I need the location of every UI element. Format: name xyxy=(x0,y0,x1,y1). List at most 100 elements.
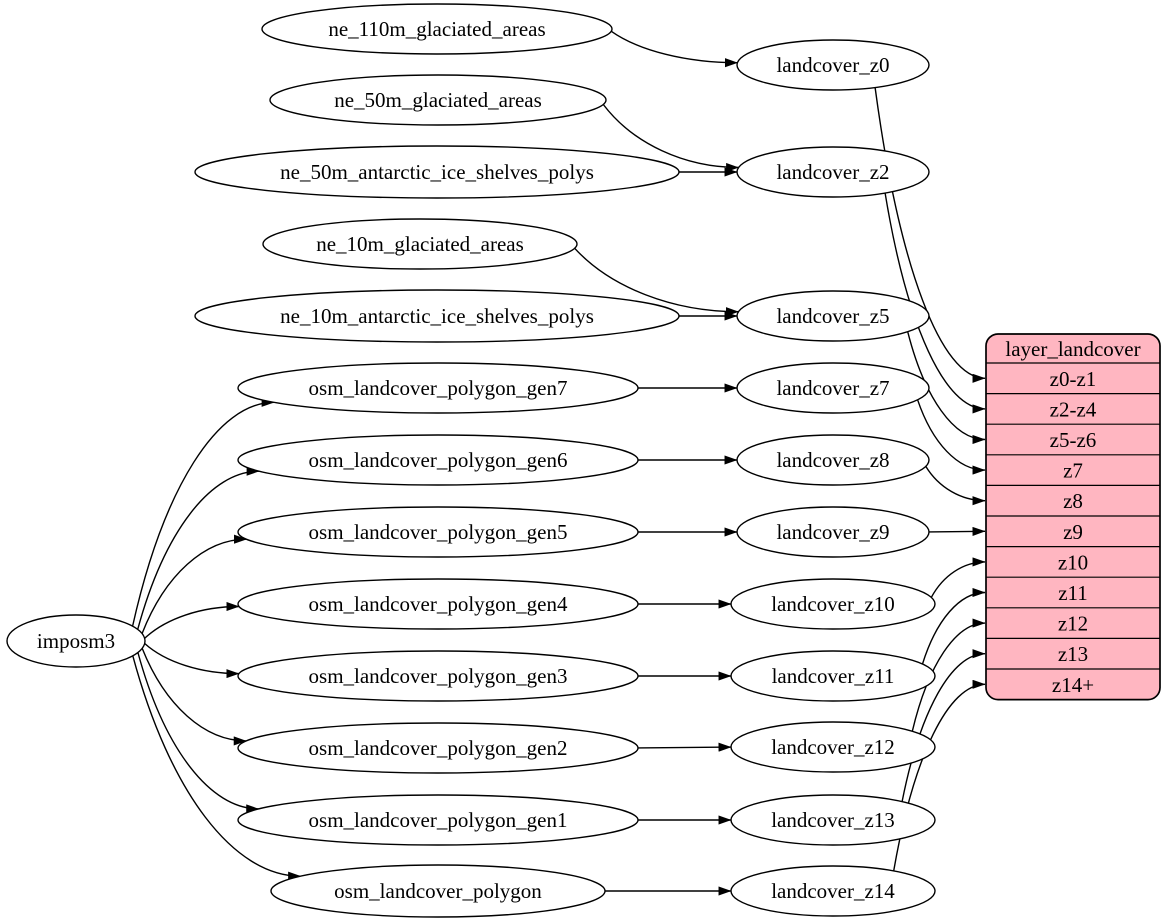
node-shape-landcover_z13 xyxy=(730,794,936,846)
node-label-ne_50m_glaciated_areas: ne_50m_glaciated_areas xyxy=(334,88,542,112)
node-label-ne_10m_antarctic_ice_shelves_polys: ne_10m_antarctic_ice_shelves_polys xyxy=(280,304,594,328)
node-shape-landcover_z11 xyxy=(730,650,936,702)
node-shape-osm_landcover_polygon_gen1 xyxy=(237,794,639,846)
edge-imposm3-to-osm_landcover_polygon xyxy=(132,655,302,881)
node-label-ne_10m_glaciated_areas: ne_10m_glaciated_areas xyxy=(316,232,524,256)
node-shape-ne_50m_glaciated_areas xyxy=(269,74,607,126)
edge-landcover_z8-to-layer_landcover-z8 xyxy=(925,466,986,506)
node-label-landcover_z7: landcover_z7 xyxy=(776,376,889,400)
node-osm_landcover_polygon_gen2: osm_landcover_polygon_gen2 xyxy=(237,722,639,774)
node-osm_landcover_polygon_gen1: osm_landcover_polygon_gen1 xyxy=(237,794,639,846)
node-shape-landcover_z7 xyxy=(736,362,930,414)
edge-landcover_z7-to-layer_landcover-z7 xyxy=(916,399,986,475)
edge-landcover_z11-to-layer_landcover-z11 xyxy=(921,587,986,665)
node-shape-landcover_z0 xyxy=(736,39,930,91)
node-landcover_z12: landcover_z12 xyxy=(730,721,936,773)
node-shape-osm_landcover_polygon_gen7 xyxy=(237,362,639,414)
table-row-label-z10: z10 xyxy=(1058,550,1088,574)
node-label-osm_landcover_polygon_gen6: osm_landcover_polygon_gen6 xyxy=(309,448,568,472)
node-shape-osm_landcover_polygon_gen4 xyxy=(237,578,639,630)
node-shape-ne_50m_antarctic_ice_shelves_polys xyxy=(194,145,680,199)
node-osm_landcover_polygon_gen7: osm_landcover_polygon_gen7 xyxy=(237,362,639,414)
table-row-label-z14+: z14+ xyxy=(1052,673,1094,697)
node-label-landcover_z0: landcover_z0 xyxy=(776,53,889,77)
node-landcover_z14: landcover_z14 xyxy=(730,865,936,917)
edge-osm_landcover_polygon_gen2-to-landcover_z12 xyxy=(637,742,732,752)
node-shape-landcover_z14 xyxy=(730,865,936,917)
node-landcover_z5: landcover_z5 xyxy=(736,290,930,342)
node-label-ne_50m_antarctic_ice_shelves_polys: ne_50m_antarctic_ice_shelves_polys xyxy=(280,160,594,184)
node-label-landcover_z13: landcover_z13 xyxy=(771,808,895,832)
node-ne_50m_glaciated_areas: ne_50m_glaciated_areas xyxy=(269,74,607,126)
node-osm_landcover_polygon_gen6: osm_landcover_polygon_gen6 xyxy=(237,434,639,486)
node-shape-ne_10m_antarctic_ice_shelves_polys xyxy=(194,289,680,343)
table-row-label-z7: z7 xyxy=(1063,459,1083,483)
edge-imposm3-to-osm_landcover_polygon_gen1 xyxy=(137,652,260,814)
node-ne_10m_glaciated_areas: ne_10m_glaciated_areas xyxy=(262,218,578,270)
table-title: layer_landcover xyxy=(1005,337,1140,361)
table-row-label-z13: z13 xyxy=(1058,642,1088,666)
node-ne_110m_glaciated_areas: ne_110m_glaciated_areas xyxy=(261,3,613,55)
node-shape-osm_landcover_polygon_gen2 xyxy=(237,722,639,774)
node-label-osm_landcover_polygon_gen2: osm_landcover_polygon_gen2 xyxy=(309,736,568,760)
node-shape-landcover_z5 xyxy=(736,290,930,342)
node-shape-osm_landcover_polygon xyxy=(270,864,606,918)
edge-landcover_z2-to-layer_landcover-z2-z4 xyxy=(884,192,986,414)
node-landcover_z2: landcover_z2 xyxy=(736,146,930,198)
node-shape-landcover_z10 xyxy=(730,578,936,630)
node-label-landcover_z2: landcover_z2 xyxy=(776,160,889,184)
table-row-label-z5-z6: z5-z6 xyxy=(1050,428,1097,452)
node-shape-osm_landcover_polygon_gen3 xyxy=(237,650,639,702)
node-label-osm_landcover_polygon_gen4: osm_landcover_polygon_gen4 xyxy=(309,592,568,616)
edge-imposm3-to-osm_landcover_polygon_gen2 xyxy=(141,648,247,746)
edge-imposm3-to-osm_landcover_polygon_gen5 xyxy=(141,534,248,634)
node-osm_landcover_polygon_gen5: osm_landcover_polygon_gen5 xyxy=(237,506,639,558)
edge-landcover_z9-to-layer_landcover-z9 xyxy=(928,526,986,536)
node-shape-landcover_z9 xyxy=(736,506,930,558)
node-label-osm_landcover_polygon_gen5: osm_landcover_polygon_gen5 xyxy=(309,520,568,544)
edge-imposm3-to-osm_landcover_polygon_gen6 xyxy=(137,466,260,630)
edge-landcover_z12-to-layer_landcover-z12 xyxy=(911,618,986,732)
node-shape-ne_10m_glaciated_areas xyxy=(262,218,578,270)
edge-layer xyxy=(131,30,986,896)
node-label-landcover_z10: landcover_z10 xyxy=(771,592,895,616)
node-imposm3: imposm3 xyxy=(6,614,146,668)
edge-landcover_z5-to-layer_landcover-z5-z6 xyxy=(907,331,986,445)
node-label-osm_landcover_polygon_gen1: osm_landcover_polygon_gen1 xyxy=(309,808,568,832)
node-label-landcover_z5: landcover_z5 xyxy=(776,304,889,328)
node-label-landcover_z8: landcover_z8 xyxy=(776,448,889,472)
table-row-label-z8: z8 xyxy=(1063,489,1083,513)
node-landcover_z7: landcover_z7 xyxy=(736,362,930,414)
node-landcover_z10: landcover_z10 xyxy=(730,578,936,630)
node-label-landcover_z9: landcover_z9 xyxy=(776,520,889,544)
table-row-label-z0-z1: z0-z1 xyxy=(1050,367,1097,391)
node-label-imposm3: imposm3 xyxy=(37,629,115,653)
node-landcover_z11: landcover_z11 xyxy=(730,650,936,702)
node-osm_landcover_polygon_gen4: osm_landcover_polygon_gen4 xyxy=(237,578,639,630)
node-label-ne_110m_glaciated_areas: ne_110m_glaciated_areas xyxy=(328,17,545,41)
node-label-landcover_z12: landcover_z12 xyxy=(771,735,895,759)
edge-ne_110m_glaciated_areas-to-landcover_z0 xyxy=(610,30,738,68)
node-landcover_z9: landcover_z9 xyxy=(736,506,930,558)
table-row-label-z9: z9 xyxy=(1063,520,1083,544)
edge-ne_10m_glaciated_areas-to-landcover_z5 xyxy=(574,247,739,317)
node-label-osm_landcover_polygon_gen3: osm_landcover_polygon_gen3 xyxy=(309,664,568,688)
node-label-osm_landcover_polygon_gen7: osm_landcover_polygon_gen7 xyxy=(309,376,568,400)
edge-ne_50m_glaciated_areas-to-landcover_z2 xyxy=(602,104,740,173)
node-shape-osm_landcover_polygon_gen5 xyxy=(237,506,639,558)
node-label-landcover_z11: landcover_z11 xyxy=(772,664,895,688)
node-landcover_z0: landcover_z0 xyxy=(736,39,930,91)
table-row-label-z12: z12 xyxy=(1058,612,1088,636)
node-layer: imposm3 ne_110m_glaciated_areas ne_50m_gla… xyxy=(6,3,936,918)
node-shape-ne_110m_glaciated_areas xyxy=(261,3,613,55)
edge-imposm3-to-osm_landcover_polygon_gen3 xyxy=(144,642,240,679)
node-shape-landcover_z8 xyxy=(736,434,930,486)
node-label-osm_landcover_polygon: osm_landcover_polygon xyxy=(334,879,542,903)
table-row-label-z11: z11 xyxy=(1058,581,1088,605)
node-landcover_z13: landcover_z13 xyxy=(730,794,936,846)
node-label-landcover_z14: landcover_z14 xyxy=(771,879,895,903)
table-row-label-z2-z4: z2-z4 xyxy=(1050,397,1097,421)
table-layer_landcover: layer_landcover z0-z1 z2-z4 z5-z6 z7 z8 z9 z10 z… xyxy=(985,333,1161,701)
edge-landcover_z10-to-layer_landcover-z10 xyxy=(930,557,986,598)
